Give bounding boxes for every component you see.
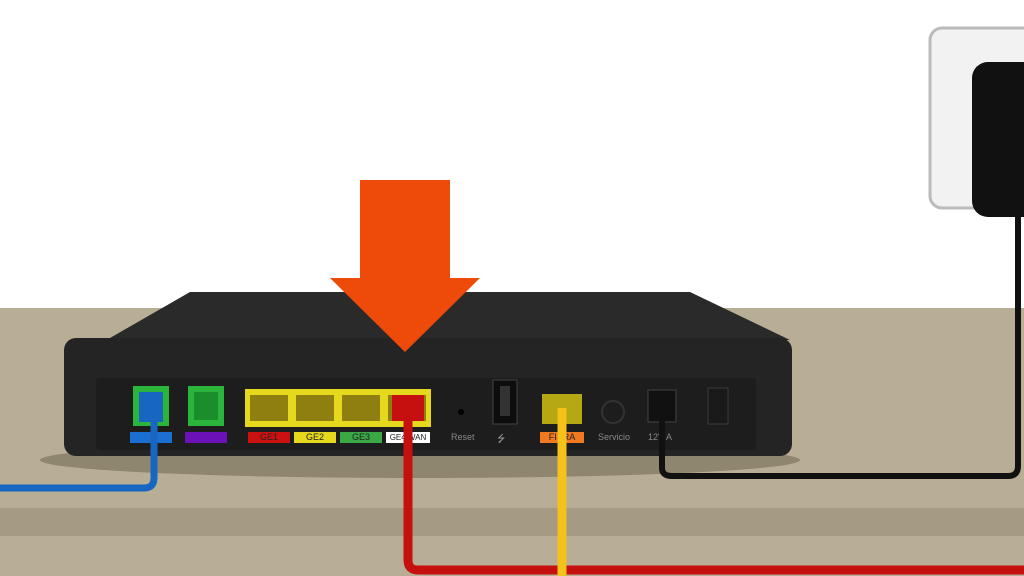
ge3-port[interactable] [342, 395, 380, 421]
servicio-label: Servicio [598, 432, 631, 442]
usb-icon: ⭍ [497, 434, 506, 445]
ge4wan-label: GE4/WAN [386, 432, 430, 443]
ge1-label: GE1 [248, 432, 290, 443]
blue-cable [0, 405, 158, 492]
router-top [110, 292, 790, 340]
phone1-label [130, 432, 172, 443]
power-label: 12V A [648, 432, 673, 442]
down-arrow-icon [330, 180, 480, 352]
power-adapter [972, 62, 1024, 217]
phone2-label [185, 432, 227, 443]
ge2-port[interactable] [296, 395, 334, 421]
reset-button[interactable] [458, 409, 464, 415]
phone-socket [194, 392, 218, 420]
fibra-label: FIBRA [540, 432, 584, 443]
black-cable [659, 212, 1021, 479]
ge2-label: GE2 [294, 432, 336, 443]
reset-label: Reset [451, 432, 475, 442]
servicio-button[interactable] [601, 400, 625, 424]
ge1-port[interactable] [250, 395, 288, 421]
ge3-label: GE3 [340, 432, 382, 443]
desk-edge [0, 508, 1024, 536]
red-cable [403, 410, 1024, 575]
power-switch[interactable] [707, 387, 729, 425]
